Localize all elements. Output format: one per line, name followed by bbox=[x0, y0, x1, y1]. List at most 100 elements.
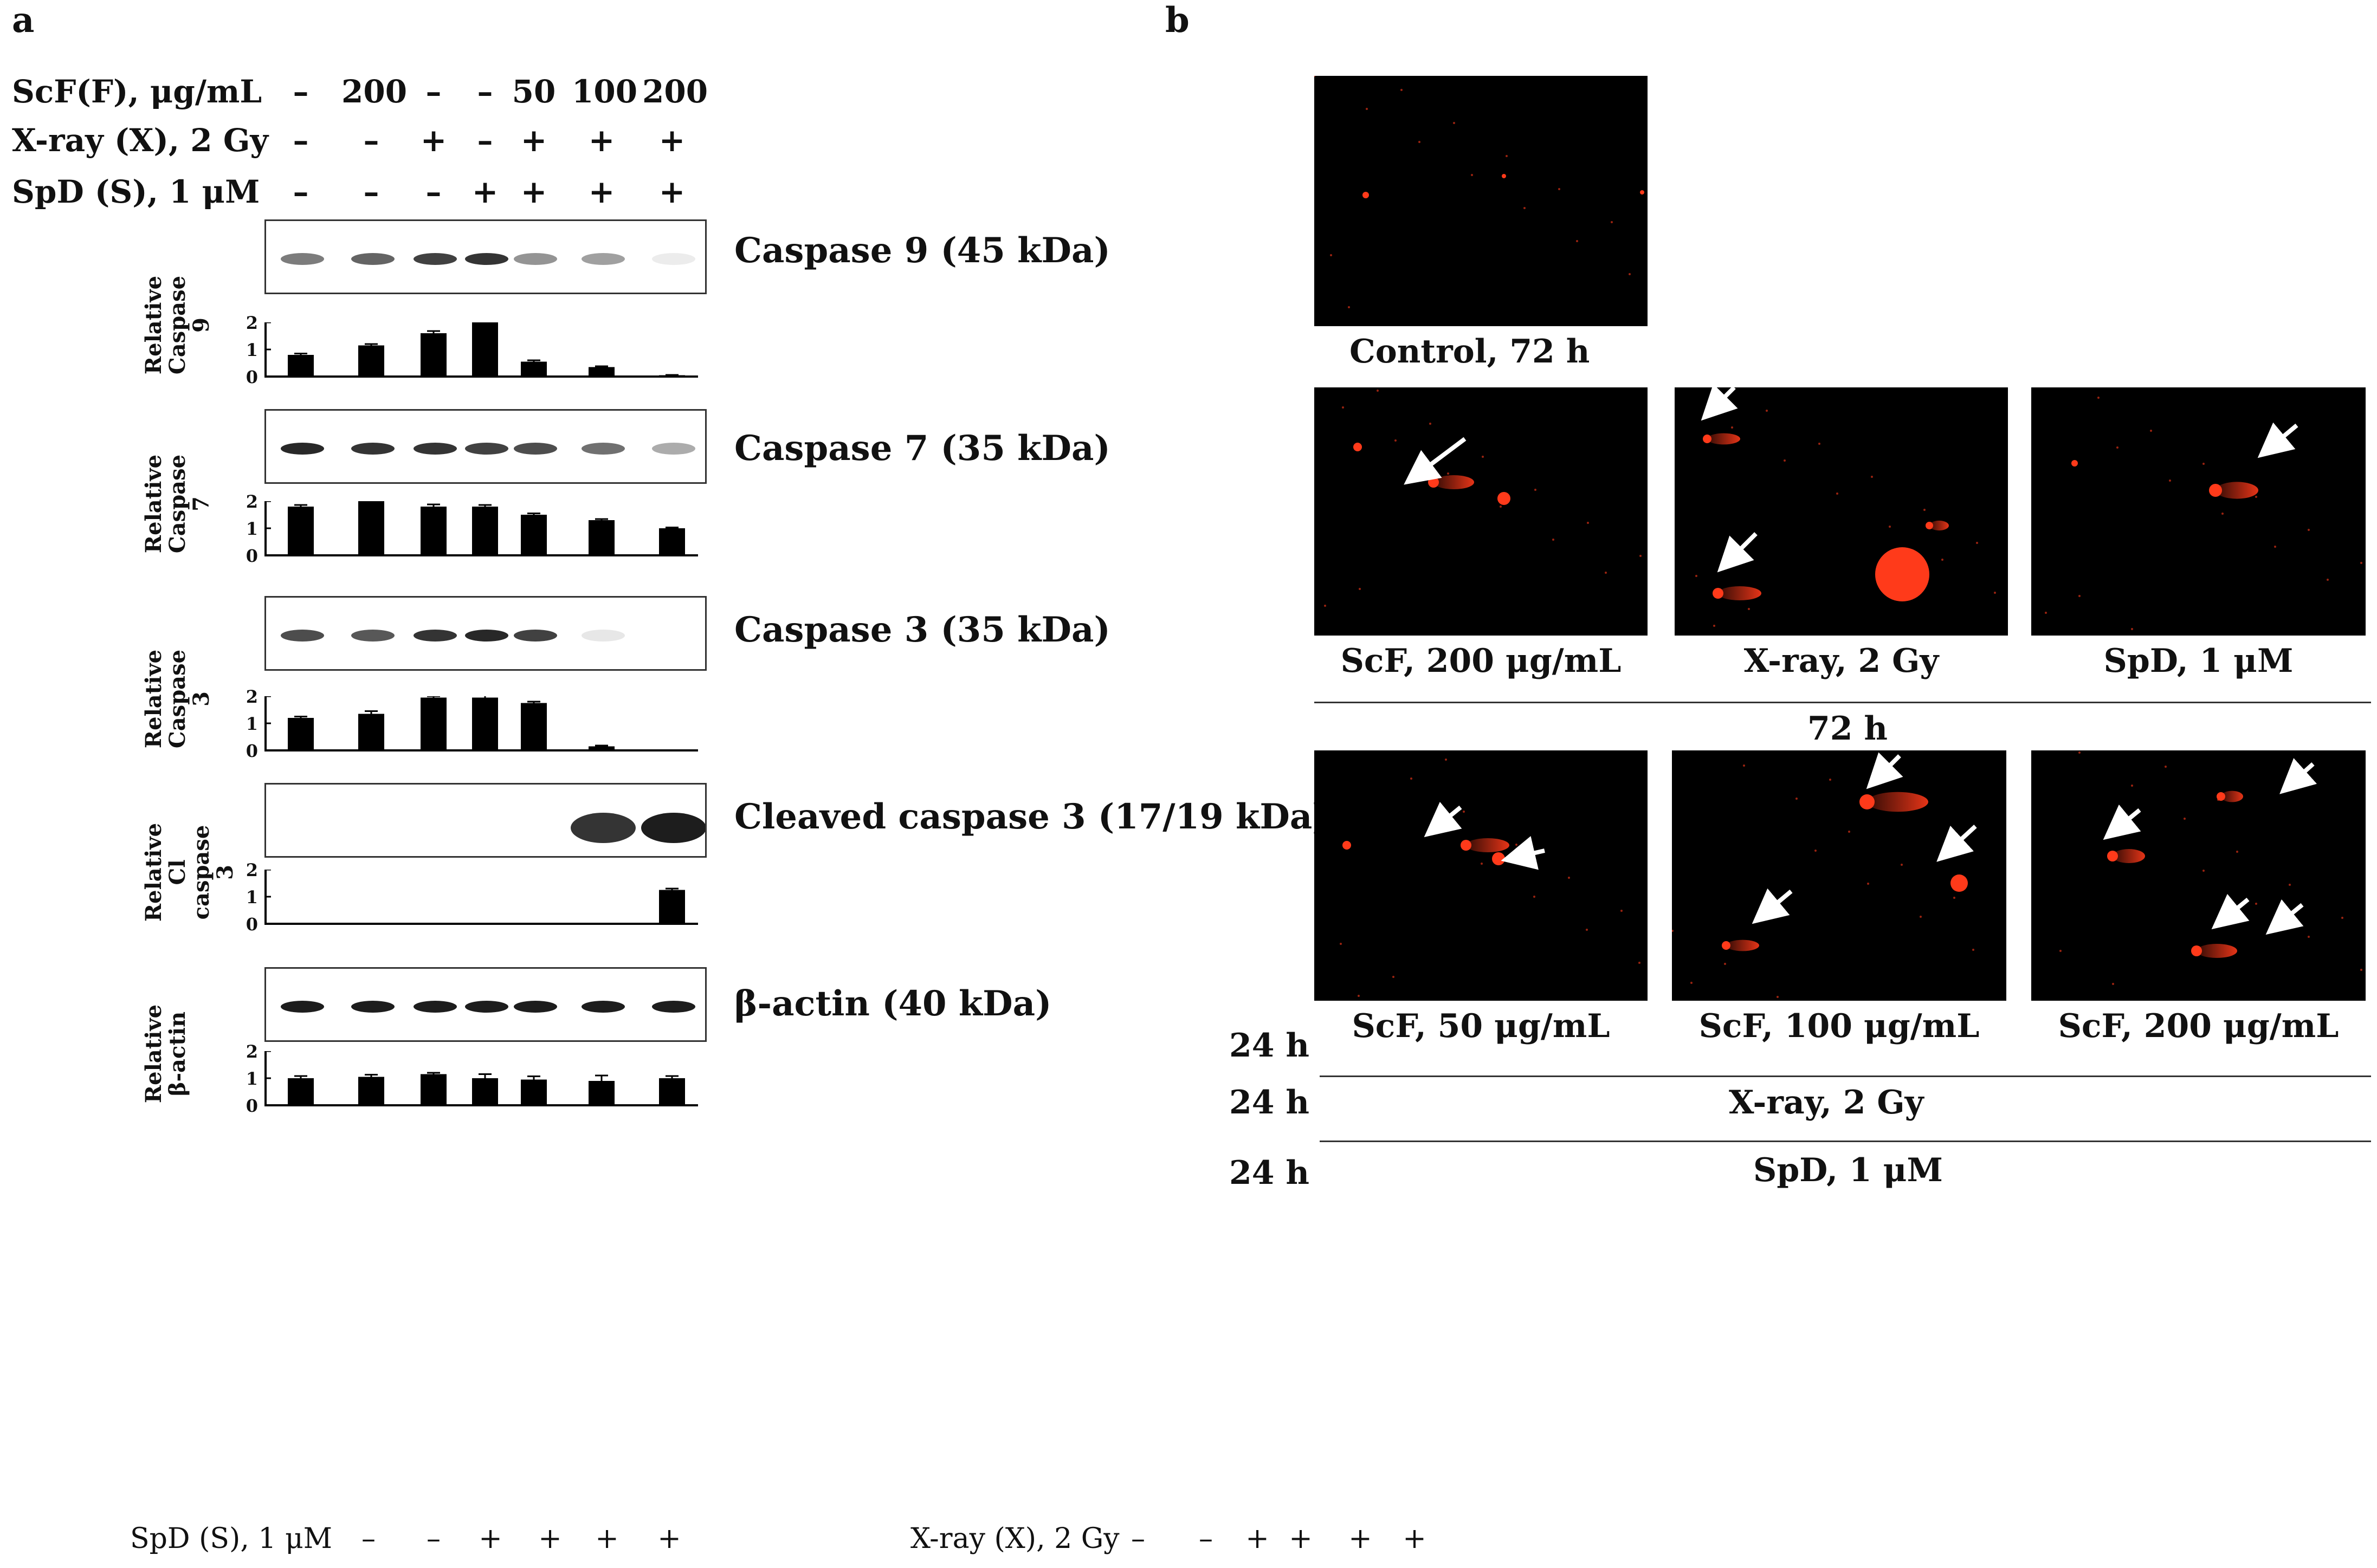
speck bbox=[2112, 983, 2114, 985]
speck bbox=[1713, 625, 1715, 627]
speck bbox=[1994, 592, 1996, 594]
speck bbox=[2116, 446, 2118, 449]
condition-value: 200 bbox=[341, 73, 408, 110]
arrow bbox=[1717, 532, 1758, 573]
condition-value: + bbox=[658, 122, 686, 159]
speck bbox=[1481, 863, 1483, 865]
y-axis-label: Relative Caspase 7 bbox=[141, 454, 214, 554]
row2-divider-1 bbox=[1320, 1075, 2371, 1077]
speck bbox=[1814, 850, 1817, 852]
bar bbox=[589, 1081, 615, 1105]
footer-spd-sign: + bbox=[538, 1522, 562, 1555]
condition-value: + bbox=[520, 122, 547, 159]
comet-scene-5 bbox=[1672, 752, 1977, 998]
image-caption-4: ScF, 50 μg/mL bbox=[1352, 1007, 1610, 1045]
speck bbox=[1418, 141, 1420, 143]
bar-chart-4 bbox=[264, 1051, 698, 1106]
blot-band bbox=[351, 630, 395, 642]
row2-treatment-xray: X-ray, 2 Gy bbox=[1729, 1084, 1924, 1122]
comet-head bbox=[1502, 174, 1506, 178]
bar bbox=[288, 718, 314, 750]
speck bbox=[1392, 976, 1394, 978]
speck bbox=[2360, 562, 2362, 564]
comet-tail bbox=[2215, 482, 2258, 499]
condition-value: – bbox=[363, 122, 379, 159]
speck bbox=[1500, 506, 1502, 508]
speck bbox=[1690, 982, 1693, 984]
speck bbox=[2327, 579, 2329, 581]
speck bbox=[1766, 410, 1768, 412]
speck bbox=[2289, 884, 2291, 886]
speck bbox=[1848, 831, 1850, 833]
blot-0 bbox=[264, 219, 707, 294]
bar bbox=[358, 345, 384, 377]
speck bbox=[2150, 430, 2152, 432]
blot-band bbox=[641, 813, 705, 843]
blot-band bbox=[414, 1001, 457, 1013]
speck bbox=[1314, 76, 1315, 77]
blot-band bbox=[281, 443, 324, 455]
image-caption-0: Control, 72 h bbox=[1349, 333, 1590, 371]
speck bbox=[1620, 910, 1623, 912]
bar bbox=[659, 1078, 685, 1105]
comet-tail bbox=[2221, 791, 2243, 802]
comet-image-3 bbox=[2031, 387, 2366, 636]
bar bbox=[288, 507, 314, 555]
speck bbox=[2274, 546, 2276, 548]
blot-band bbox=[281, 253, 324, 265]
arrow bbox=[2211, 893, 2250, 930]
blot-label-0: Caspase 9 (45 kDa) bbox=[734, 230, 1110, 271]
comet-head bbox=[1342, 841, 1351, 850]
arrow bbox=[2265, 899, 2304, 935]
blot-2 bbox=[264, 596, 707, 671]
arrow bbox=[1404, 437, 1467, 485]
speck bbox=[1638, 962, 1640, 964]
comet-tail bbox=[1718, 586, 1761, 600]
comet-head bbox=[2191, 945, 2202, 956]
speck bbox=[1605, 572, 1607, 574]
bar-chart-3 bbox=[264, 870, 698, 925]
speck bbox=[1731, 426, 1733, 429]
speck bbox=[1342, 406, 1344, 409]
arrow bbox=[1501, 836, 1545, 870]
condition-value: + bbox=[588, 173, 615, 210]
speck bbox=[1784, 459, 1786, 462]
bar bbox=[472, 507, 498, 555]
speck bbox=[1748, 608, 1750, 610]
speck bbox=[1506, 155, 1508, 157]
footer-xray-sign: + bbox=[1289, 1522, 1313, 1555]
blot-3 bbox=[264, 783, 707, 858]
bar bbox=[589, 746, 615, 750]
speck bbox=[1482, 456, 1484, 458]
comet-head bbox=[2209, 484, 2222, 497]
y-tick-label: 0 bbox=[246, 914, 258, 935]
speck bbox=[1695, 575, 1697, 577]
bar bbox=[288, 355, 314, 377]
bar-chart-0 bbox=[264, 322, 698, 378]
bar bbox=[589, 520, 615, 555]
speck bbox=[2165, 766, 2167, 768]
condition-value: – bbox=[293, 173, 309, 210]
bar bbox=[521, 515, 547, 555]
footer-xray-sign: + bbox=[1245, 1522, 1269, 1555]
speck bbox=[1340, 943, 1342, 945]
blot-band bbox=[652, 443, 695, 455]
comet-tail bbox=[1929, 520, 1949, 531]
blot-band bbox=[351, 1001, 395, 1013]
speck bbox=[1534, 489, 1536, 491]
y-axis-label: Relative Caspase 3 bbox=[141, 649, 214, 749]
speck bbox=[1941, 559, 1943, 561]
y-tick-label: 2 bbox=[246, 1041, 258, 1062]
blot-band bbox=[351, 443, 395, 455]
y-axis-label: Relative Caspase 9 bbox=[141, 275, 214, 375]
speck bbox=[1889, 526, 1891, 528]
y-tick-label: 1 bbox=[246, 714, 258, 734]
row2-divider-2 bbox=[1320, 1141, 2371, 1142]
blot-band bbox=[465, 443, 508, 455]
blot-band bbox=[652, 1001, 695, 1013]
blot-band bbox=[281, 1001, 324, 1013]
blot-label-4: β-actin (40 kDa) bbox=[734, 983, 1052, 1024]
y-tick-label: 2 bbox=[246, 491, 258, 512]
blot-bands-1 bbox=[281, 443, 695, 455]
footer-spd-label: SpD (S), 1 μM bbox=[130, 1522, 333, 1555]
